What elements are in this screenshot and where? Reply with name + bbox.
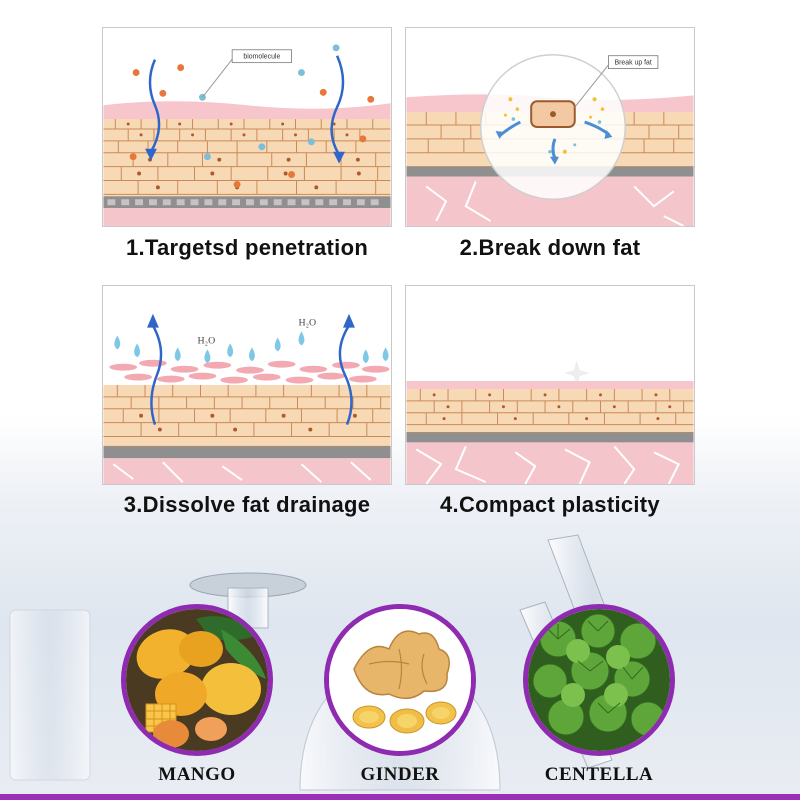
biomolecule-tag: biomolecule	[243, 54, 280, 61]
centella-illustration	[528, 609, 670, 751]
mango-label: MANGO	[158, 764, 236, 785]
dissolving-fat-layer	[109, 359, 390, 384]
h2o-label-1: H₂O	[198, 335, 216, 346]
step-3-caption: 3.Dissolve fat drainage	[123, 492, 371, 517]
bottom-accent-bar	[0, 794, 800, 800]
mango-illustration	[126, 609, 268, 751]
step-1-caption: 1.Targetsd penetration	[125, 235, 369, 260]
step-2-diagram: Break up fat	[405, 27, 695, 227]
step-4-caption: 4.Compact plasticity	[440, 492, 660, 517]
mango-image	[121, 604, 273, 756]
drainage-arrow-right	[338, 324, 353, 426]
beaker	[9, 609, 91, 781]
step-1-diagram: biomolecule	[102, 27, 392, 227]
penetration-arrow-right	[330, 55, 345, 156]
step-2-caption: 2.Break down fat	[459, 235, 641, 260]
penetration-arrow-left	[148, 59, 161, 153]
fat-breakdown-illustration: Break up fat	[406, 28, 694, 226]
ginger-illustration	[329, 609, 471, 751]
ginger-image	[324, 604, 476, 756]
compact-skin-illustration	[406, 286, 694, 484]
centella-image	[523, 604, 675, 756]
flask-stopper	[189, 572, 307, 629]
drainage-illustration: H₂O H₂O	[103, 286, 391, 484]
cell-layer	[103, 119, 391, 199]
break-up-fat-tag: Break up fat	[614, 60, 651, 67]
step-3-diagram: H₂O H₂O	[102, 285, 392, 485]
sparkle-icon	[563, 360, 590, 386]
ginger-label: GINDER	[360, 764, 440, 785]
h2o-label-2: H₂O	[298, 318, 316, 329]
step-4-diagram	[405, 285, 695, 485]
skin-layer-illustration: biomolecule	[103, 28, 391, 226]
centella-label: CENTELLA	[544, 764, 654, 785]
drainage-arrow-left	[150, 324, 163, 425]
water-droplets	[114, 331, 389, 364]
